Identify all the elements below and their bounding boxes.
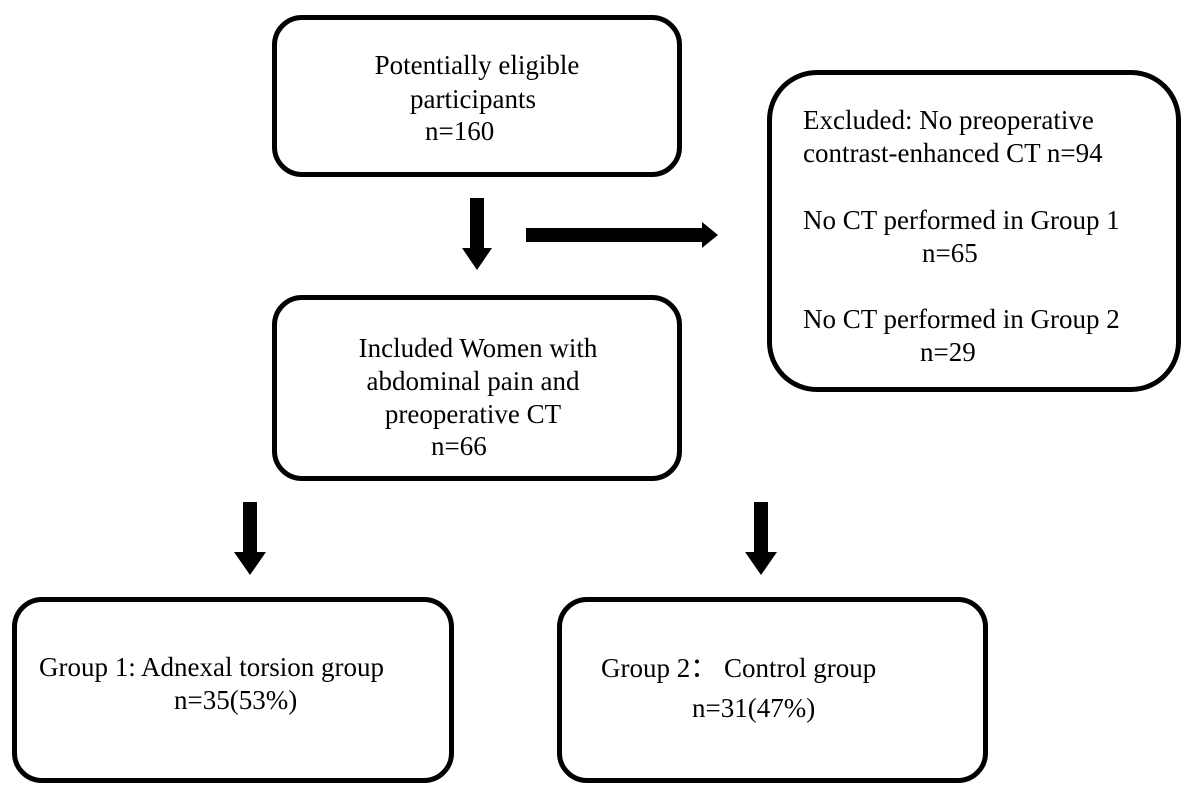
excluded-group2-count: n=29 [920, 337, 976, 367]
eligible-line-1: Potentially eligible [374, 50, 580, 80]
excluded-box: Excluded: No preoperative contrast-enhan… [767, 70, 1181, 392]
included-line-3: preoperative CT [384, 399, 562, 429]
arrow-included-to-group2 [745, 502, 777, 575]
excluded-heading: Excluded: No preoperative [803, 105, 1094, 135]
eligible-count: n=160 [425, 116, 495, 146]
arrow-to-excluded [526, 222, 718, 248]
eligible-participants-box: Potentially eligible participants n=160 [272, 15, 682, 177]
excluded-group2-label: No CT performed in Group 2 [803, 304, 1120, 334]
arrow-eligible-to-included [462, 198, 492, 270]
group2-count: n=31(47%) [692, 693, 816, 723]
eligible-line-2: participants [410, 84, 536, 114]
arrow-included-to-group1 [234, 502, 266, 575]
group1-box: Group 1: Adnexal torsion group n=35(53%) [12, 597, 454, 783]
included-line-2: abdominal pain and [366, 366, 580, 396]
excluded-heading-count: contrast-enhanced CT n=94 [803, 138, 1103, 168]
included-count: n=66 [431, 431, 487, 461]
excluded-group1-count: n=65 [922, 238, 978, 268]
group2-box: Group 2： Control group n=31(47%) [557, 597, 988, 783]
group1-label: Group 1: Adnexal torsion group [39, 652, 384, 682]
included-box: Included Women with abdominal pain and p… [272, 295, 682, 481]
group1-count: n=35(53%) [174, 685, 298, 715]
group2-label: Group 2： Control group [601, 653, 877, 683]
included-line-1: Included Women with [358, 333, 598, 363]
excluded-group1-label: No CT performed in Group 1 [803, 205, 1120, 235]
